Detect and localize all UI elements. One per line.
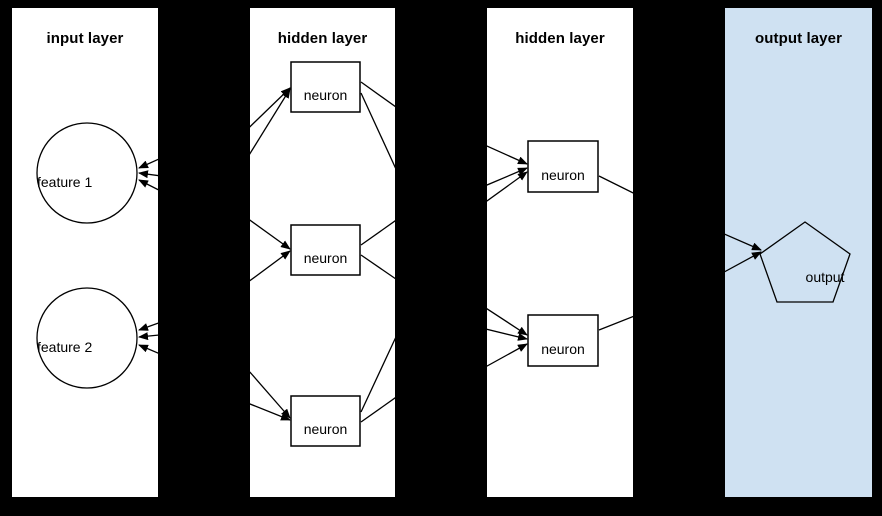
hidden-2-layer-edges xyxy=(487,140,633,367)
edge-h2n1-to-output xyxy=(725,233,762,251)
edge-h1n2-to-f2 xyxy=(138,332,158,341)
edge-h1n3-to-h2n2-stub xyxy=(360,397,395,423)
edge-h1n3-to-h2n1 xyxy=(487,171,528,202)
edge-h1n1-to-f1 xyxy=(138,158,158,169)
edge-h1n1-to-h2n1 xyxy=(487,145,528,165)
layer-panel-input[interactable]: input layer feature 1 feature 2 xyxy=(12,8,158,497)
output-node-pentagon[interactable] xyxy=(759,221,851,303)
hidden-1-neuron-2-label: neuron xyxy=(303,250,348,266)
edge-f2-to-h1n3 xyxy=(250,403,291,421)
edge-h1n2-to-h2n1-stub xyxy=(360,220,395,246)
layer-panel-hidden-1[interactable]: hidden layer xyxy=(250,8,395,497)
feature-2-circle[interactable] xyxy=(36,287,138,389)
output-node-label: output xyxy=(805,269,845,285)
hidden-1-neuron-3-box[interactable] xyxy=(290,395,361,447)
layer-title-hidden-1: hidden layer xyxy=(277,30,368,47)
edge-h1n2-to-f1 xyxy=(138,170,158,179)
edge-h1n3-to-h2n1-stub xyxy=(360,337,395,413)
edge-h2n2-to-output xyxy=(725,251,762,273)
layer-panel-hidden-2[interactable]: hidden layer xyxy=(487,8,633,497)
edge-h2n2-to-output-stub xyxy=(598,315,633,331)
hidden-1-neuron-2-box[interactable] xyxy=(290,224,361,276)
edge-h1n2-to-h2n1 xyxy=(487,167,528,186)
edge-h1n2-to-h2n2-stub xyxy=(360,254,395,280)
input-layer-edges xyxy=(36,122,158,389)
edge-h1n3-to-h2n2 xyxy=(487,343,528,367)
output-layer-edges xyxy=(725,221,851,303)
edge-h1n3-to-f2 xyxy=(138,344,158,354)
edge-h1n3-to-f1 xyxy=(138,179,158,191)
hidden-2-neuron-1-label: neuron xyxy=(541,167,585,183)
edge-f1-to-h1n1 xyxy=(250,87,291,128)
edge-h1n1-to-h2n2 xyxy=(487,308,528,336)
edge-f2-to-h1n1 xyxy=(250,88,291,155)
edge-h1n1-to-h2n2-stub xyxy=(360,92,395,169)
layer-title-output: output layer xyxy=(754,30,843,47)
edge-h1n1-to-f2 xyxy=(138,322,158,331)
hidden-1-neuron-1-label: neuron xyxy=(303,87,348,103)
edge-f1-to-h1n2 xyxy=(250,219,291,250)
feature-2-label: feature 2 xyxy=(37,339,93,355)
edge-h1n2-to-h2n2 xyxy=(487,328,528,341)
hidden-2-neuron-1-box[interactable] xyxy=(527,140,599,193)
hidden-1-neuron-1-box[interactable] xyxy=(290,61,361,113)
edge-f1-to-h1n3 xyxy=(250,371,291,419)
hidden-1-neuron-3-label: neuron xyxy=(303,421,348,437)
layer-title-input: input layer xyxy=(46,30,124,47)
feature-1-label: feature 1 xyxy=(37,174,93,190)
hidden-2-neuron-2-box[interactable] xyxy=(527,314,599,367)
hidden-2-neuron-2-label: neuron xyxy=(541,341,585,357)
hidden-1-layer-edges xyxy=(250,61,395,447)
edge-h1n1-to-h2n1-stub xyxy=(360,81,395,108)
edge-f2-to-h1n2 xyxy=(250,250,291,282)
layer-title-hidden-2: hidden layer xyxy=(515,30,605,47)
edge-h2n1-to-output-stub xyxy=(598,175,633,194)
layer-panel-output[interactable]: output layer output xyxy=(725,8,872,497)
feature-1-circle[interactable] xyxy=(36,122,138,224)
